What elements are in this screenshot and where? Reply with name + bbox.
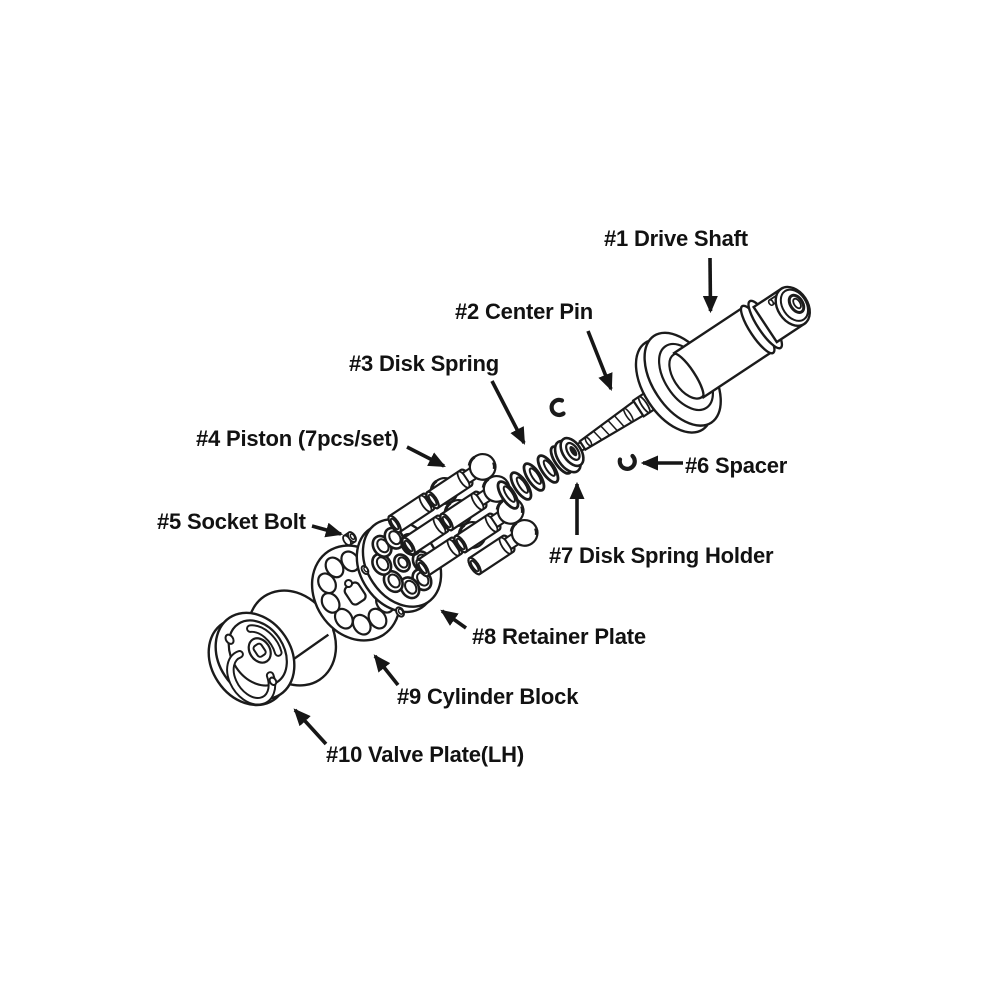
arrow-disk-spring	[490, 380, 526, 445]
arrow-cylinder-block	[373, 654, 400, 687]
label-disk-spring-holder: #7 Disk Spring Holder	[549, 543, 774, 568]
arrow-valve-plate	[293, 708, 328, 746]
label-valve-plate: #10 Valve Plate(LH)	[326, 742, 524, 767]
spacer-clip-drawing	[549, 397, 637, 471]
label-drive-shaft: #1 Drive Shaft	[604, 226, 748, 251]
arrow-socket-bolt	[311, 522, 344, 538]
label-spacer: #6 Spacer	[685, 453, 788, 478]
label-piston: #4 Piston (7pcs/set)	[196, 426, 399, 451]
arrow-center-pin	[586, 330, 613, 392]
drive-shaft-drawing	[572, 285, 811, 455]
center-pin-drawing	[572, 399, 645, 455]
leader-arrows	[293, 257, 718, 746]
label-retainer-plate: #8 Retainer Plate	[472, 624, 646, 649]
arrow-drive-shaft	[702, 257, 718, 314]
arrow-piston	[406, 445, 446, 468]
label-cylinder-block: #9 Cylinder Block	[397, 684, 579, 709]
label-socket-bolt: #5 Socket Bolt	[157, 509, 306, 534]
label-center-pin: #2 Center Pin	[455, 299, 594, 324]
label-disk-spring: #3 Disk Spring	[349, 351, 500, 376]
disk-spring-holder-drawing	[553, 436, 585, 474]
arrow-retainer-plate	[440, 609, 468, 630]
socket-bolt-drawing	[342, 531, 405, 618]
valve-plate-drawing	[207, 611, 296, 707]
